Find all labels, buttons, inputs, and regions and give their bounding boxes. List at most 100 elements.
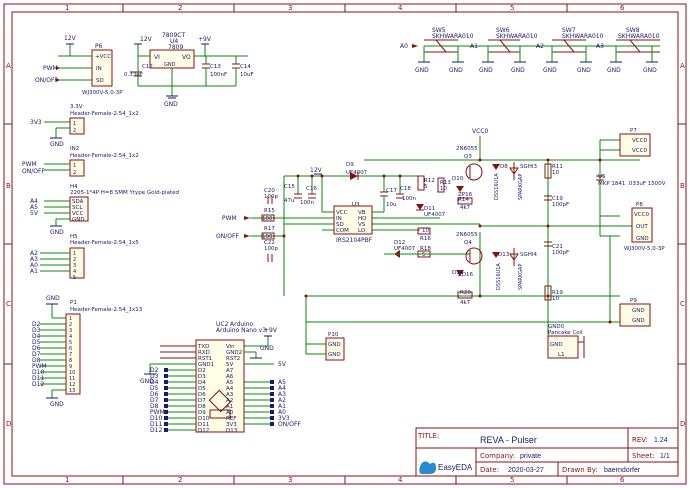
pancake-coil[interactable]: GND0 Pancake Coil GND L1 [547,324,585,359]
res-r18[interactable]: R18 5 [417,246,431,258]
u3-value: IRS2104PBF [336,237,373,244]
diode-d8[interactable]: D8 DSS16U1A [492,164,508,200]
res-r13[interactable]: R13 10 [437,177,451,193]
connector-p9[interactable]: P9 GND GND [619,298,651,327]
p1-net-label: D11 [32,375,44,382]
p1-pin-number: 8 [69,358,72,364]
cap-c15[interactable]: C15 47u [284,176,302,204]
uc2-right-pin: 5V [226,362,233,368]
cap-c20[interactable]: C20 100p [264,188,278,204]
sparkgap-bottom[interactable]: SGHI4 SPARKGAP [509,248,538,290]
cap-c17[interactable]: C17 10u [380,176,397,212]
sw8-value: SKHWARA010 [618,33,660,40]
company-value: private [520,453,541,460]
res-r15[interactable]: R15 100 [261,208,275,222]
transistor-q3[interactable]: 2N6055 Q3 [456,146,483,181]
header-3v3[interactable]: 3.3V Header-Female-2.54_1x2 12 GND 3V3 [30,104,139,148]
reg-pin-vi: VI [154,54,160,61]
sw8[interactable]: SW8 SKHWARA010 GND GND A3 [596,27,660,74]
res-r20[interactable]: R20 4k7 [457,290,473,306]
dss-top: DSS16U1A [494,173,500,200]
header-h5[interactable]: H5 Header-Female-2.54_1x5 12 34 5 A2 A3 … [30,234,139,281]
connector-p8[interactable]: P8 VCC0 OUT GND WJ300V-5.0-3P [624,202,665,252]
p7-ref: P7 [630,128,637,134]
p1-gnd-top: GND [46,295,60,302]
q3-ref: Q3 [464,154,472,160]
q4-ref: Q4 [464,240,472,246]
zener-d14[interactable]: D14 ZD16 [452,270,474,278]
cap-c18[interactable]: C18 100n [396,176,416,202]
zener-d10[interactable]: D10 ZP16 [452,176,473,198]
frame-col-2: 2 [178,4,182,12]
transistor-q4[interactable]: 2N6055 Q4 [456,232,483,265]
p1-ref: P1 [70,300,77,306]
h4-value: 2205-1*4P H=8.5MM Ytype Gold-plated [70,190,179,196]
cap-u5[interactable]: U5 MKP 1841 .033uF 1500V [596,174,666,187]
h4-pin-scl: SCL [72,205,83,211]
res-r17[interactable]: R17 100 [261,226,275,240]
ic-u3[interactable]: VCC IN SD COM VB HO VS LO U3 IRS2104PBF [321,176,480,244]
drawn-value: baerndorfer [604,467,641,474]
c14-value: 10uF [240,72,254,78]
diode-d9[interactable]: D9 UF4007 [346,162,368,180]
uc2-left-pin: D2 [198,368,206,374]
uc2-left-net: D4 [150,379,159,386]
h4-net-a4: A4 [30,198,38,205]
cap-c19[interactable]: C19 100pF [544,195,569,208]
h33-title: 3.3V [70,104,83,110]
p1-pin-number: 4 [69,334,72,340]
diode-d12[interactable]: D12 UF4007 [394,240,416,258]
uc2-right-pin: A2 [226,398,233,404]
p8-pin-vcc0: VCC0 [634,212,649,218]
header-h4[interactable]: H4 2205-1*4P H=8.5MM Ytype Gold-plated S… [30,184,179,236]
res-r14[interactable]: R14 4k7 [457,197,473,211]
p6-connector[interactable]: 12V PWM ON/OFF P6 +VCC IN SD WJ300V-5.0-… [35,35,123,96]
h4-pin-gnd: GND [72,217,85,223]
driver-net-pwm: PWM [222,215,237,222]
title-label: TITLE: [417,432,439,440]
r15-value: 100 [262,216,273,222]
c12-ref: C12 [142,64,153,70]
cap-c16[interactable]: C16 100n [300,176,317,206]
diode-d11[interactable]: D11 UF4007 [416,204,446,218]
h33-net: 3V3 [30,119,42,126]
sparkgap-top[interactable]: SGHI3 SPARKGAP [509,162,538,200]
regulator-u4[interactable]: 12V +9V 7809CT U4 7809 VI VO GND C12 0.3… [124,32,254,108]
diode-d13[interactable]: D13 DSS16U1A [492,252,510,290]
uc2-net-port [270,380,274,384]
res-r11[interactable]: R11 10 [544,163,563,179]
uc2-left-pin: D3 [198,374,206,380]
header-in2[interactable]: IN2 Header-Female-2.54_1x2 12 PWM ON/OFF [22,146,139,177]
cap-c21[interactable]: C21 100pF [544,241,569,256]
connector-p7[interactable]: P7 VCC0 VCC0 [619,128,651,157]
p1-net-label: D12 [32,381,44,388]
sw5[interactable]: SW5 SKHWARA010 GND GND A0 [400,27,474,74]
h5-net-a0: A0 [30,262,38,269]
res-r19[interactable]: R19 10 [544,285,563,302]
p8-pin-out: OUT [636,224,648,230]
connector-p10[interactable]: P10 GND GND [305,330,345,361]
uc2-right-net: A0 [278,409,286,416]
drawn-label: Drawn By: [562,466,598,474]
uc2-right-pin: Vin [226,344,235,350]
uc2-right-pin: A6 [226,374,234,380]
arduino-uc2[interactable]: Arduino UC2 Arduino Nano v3 TXDRXDRST1GN… [140,321,301,434]
sw7[interactable]: SW7 SKHWARA010 GND GND A2 [536,27,604,74]
sw6[interactable]: SW6 SKHWARA010 GND GND A1 [470,27,538,74]
svg-text:2: 2 [73,257,76,263]
p8-ref: P8 [636,202,643,208]
res-r12[interactable]: R12 5 [417,175,435,191]
p1-pin-number: 2 [69,322,72,328]
r20-value: 4k7 [460,300,471,306]
svg-text:1: 1 [73,251,76,257]
res-r16[interactable]: 10 R16 [417,227,431,242]
p6-net-pwm: PWM [43,65,58,72]
c20-value: 100p [264,194,278,200]
uc2-right-pin: D13 [226,428,238,434]
h5-ref: H5 [70,234,78,240]
frame-col-2-bottom: 2 [178,476,182,484]
cap-c22[interactable]: C22 100p [264,240,278,262]
